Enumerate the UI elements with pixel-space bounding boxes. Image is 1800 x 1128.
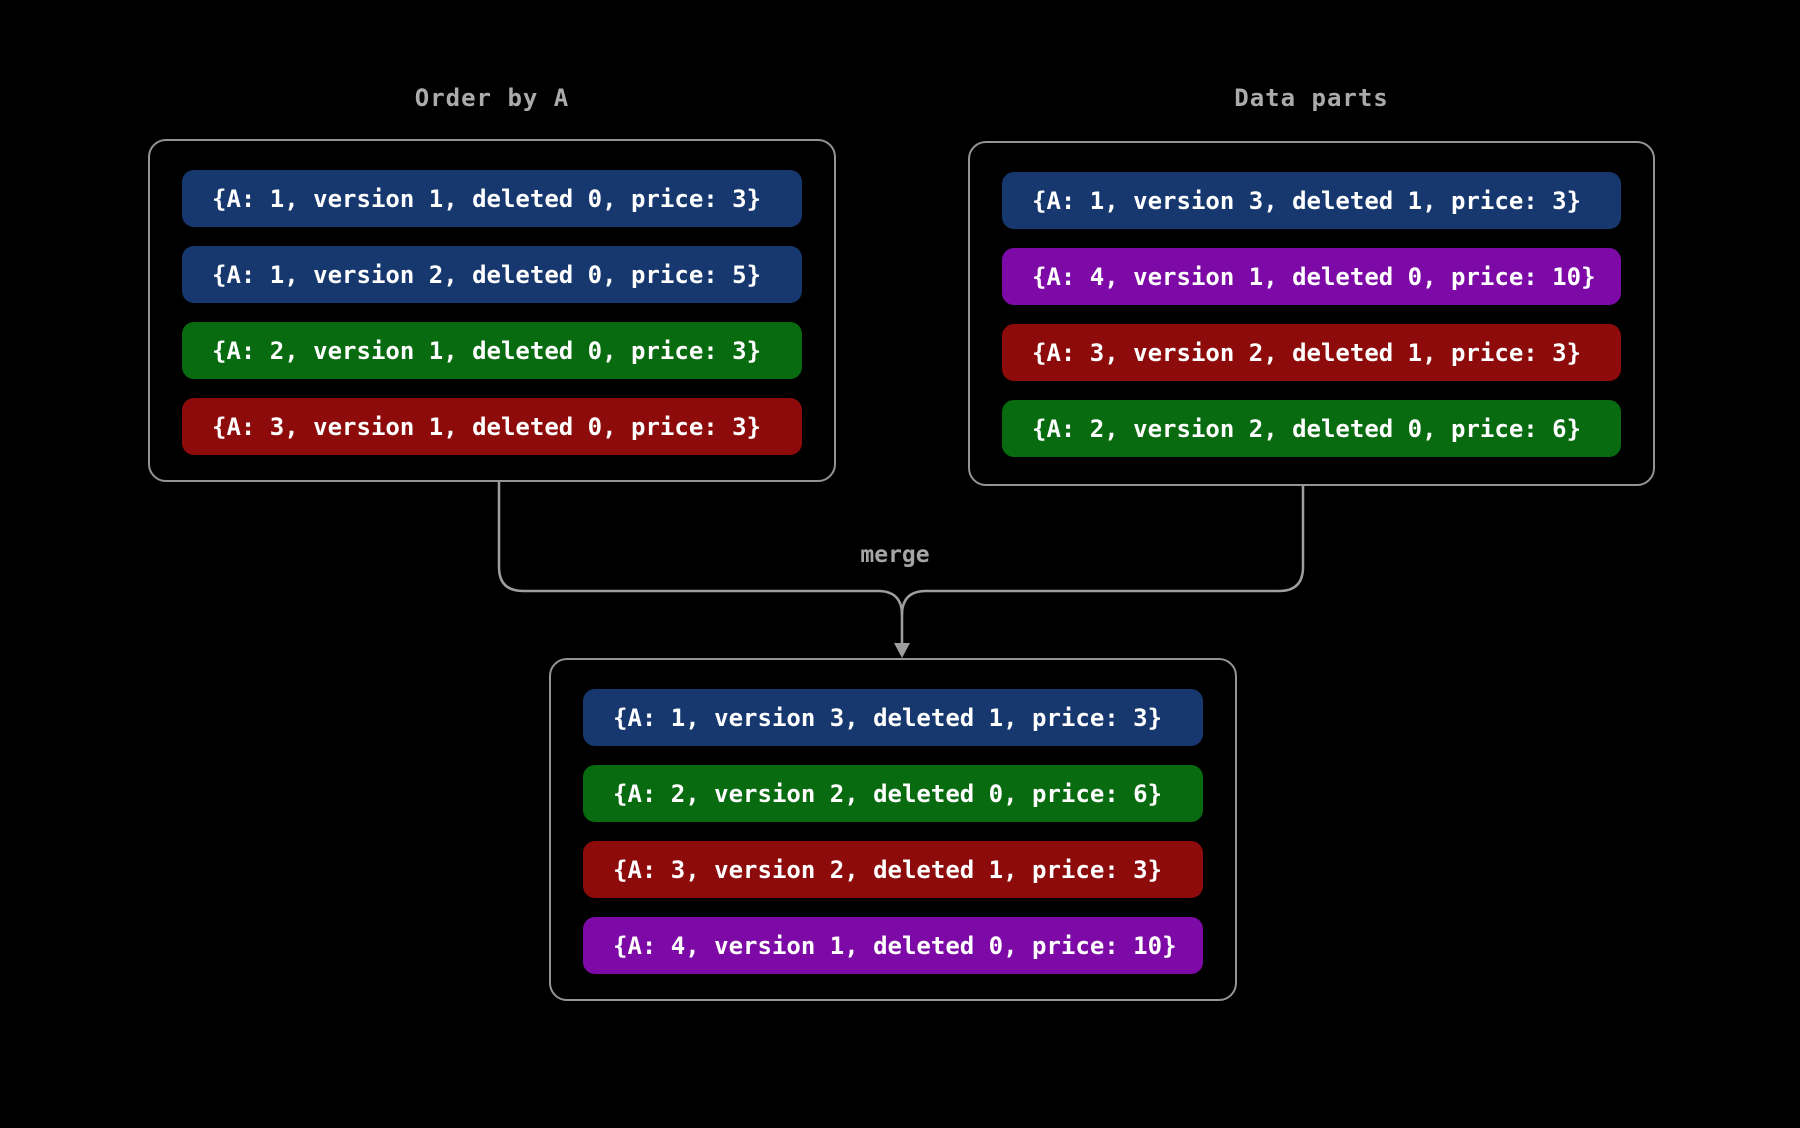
merged-result-panel: {A: 1, version 3, deleted 1, price: 3} {… bbox=[549, 658, 1237, 1001]
merge-label: merge bbox=[860, 542, 930, 568]
arrowhead-icon bbox=[894, 643, 910, 658]
data-part-row: {A: 2, version 2, deleted 0, price: 6} bbox=[1002, 400, 1621, 457]
data-part-row: {A: 2, version 2, deleted 0, price: 6} bbox=[583, 765, 1203, 822]
data-part-row: {A: 1, version 1, deleted 0, price: 3} bbox=[182, 170, 802, 227]
data-part-row: {A: 1, version 3, deleted 1, price: 3} bbox=[583, 689, 1203, 746]
data-part-row: {A: 3, version 2, deleted 1, price: 3} bbox=[583, 841, 1203, 898]
data-part-row: {A: 3, version 2, deleted 1, price: 3} bbox=[1002, 324, 1621, 381]
right-panel: {A: 1, version 3, deleted 1, price: 3} {… bbox=[968, 141, 1655, 486]
data-part-row: {A: 4, version 1, deleted 0, price: 10} bbox=[583, 917, 1203, 974]
data-part-row: {A: 1, version 2, deleted 0, price: 5} bbox=[182, 246, 802, 303]
data-part-row: {A: 4, version 1, deleted 0, price: 10} bbox=[1002, 248, 1621, 305]
data-part-row: {A: 2, version 1, deleted 0, price: 3} bbox=[182, 322, 802, 379]
data-part-row: {A: 1, version 3, deleted 1, price: 3} bbox=[1002, 172, 1621, 229]
left-panel-title: Order by A bbox=[414, 84, 570, 112]
right-panel-title: Data parts bbox=[1234, 84, 1389, 112]
data-part-row: {A: 3, version 1, deleted 0, price: 3} bbox=[182, 398, 802, 455]
left-panel: {A: 1, version 1, deleted 0, price: 3} {… bbox=[148, 139, 836, 482]
